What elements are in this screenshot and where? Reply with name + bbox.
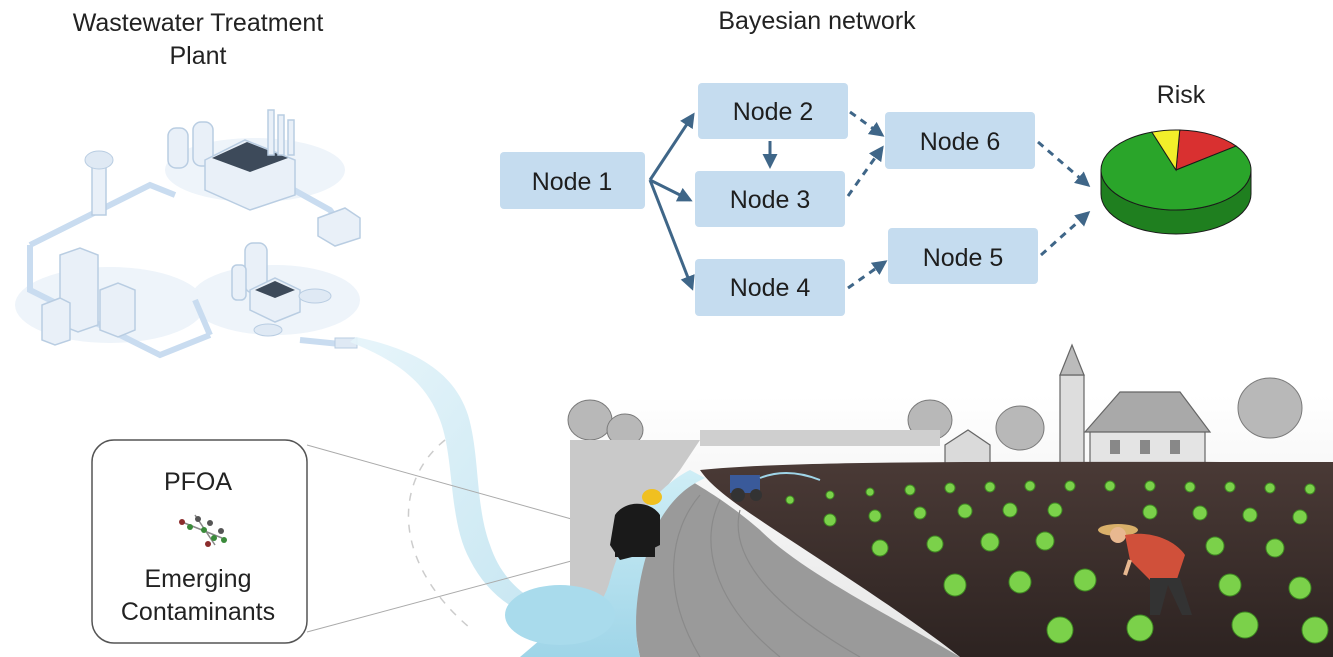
bayesian-network: Node 1 Node 2 Node 3 Node 4 Node 5 Node … [500,83,1091,316]
contaminants-label: Contaminants [121,598,275,626]
risk-pie-slice-low [1100,131,1252,211]
node-6-label: Node 6 [920,128,1001,156]
edge-node1-node4 [648,179,695,291]
node-2-label: Node 2 [733,98,814,126]
tractor-figure [730,472,821,502]
connector-line-upper [306,444,576,521]
risk-pie-chart [1100,129,1252,235]
connector-line-lower [306,559,576,633]
farmer-figure [1098,524,1192,615]
risk-pie-slice-medium [1151,129,1181,172]
edge-node1-node2 [648,112,695,181]
node-3-label: Node 3 [730,186,811,214]
contaminants-box: PFOA Emerging Contaminants [91,439,308,644]
network-title: Bayesian network [718,7,916,35]
emerging-label: Emerging [145,565,252,593]
pfoa-label: PFOA [164,468,232,496]
connector-dashed-arc [407,439,471,629]
plant-title-line2: Plant [170,42,227,70]
farm-scene-illustration [505,343,1333,657]
node-1-label: Node 1 [532,168,613,196]
edge-node5-risk [1040,211,1091,257]
edge-node3-node6 [846,145,884,197]
plant-title-line1: Wastewater Treatment [73,9,324,37]
node-1: Node 1 [500,152,645,209]
molecule-icon [179,514,227,547]
node-5: Node 5 [888,228,1038,284]
node-3: Node 3 [695,171,845,227]
node-6: Node 6 [885,112,1035,169]
edge-node1-node3 [649,178,693,202]
edge-node2-node6 [849,110,885,137]
node-4-label: Node 4 [730,274,811,302]
node-2: Node 2 [698,83,848,139]
worker-figure [610,489,662,560]
discharge-stream [350,337,560,620]
risk-pie-slice-high [1175,129,1238,171]
risk-title: Risk [1157,81,1206,109]
wastewater-plant-illustration [15,109,361,359]
edge-node4-node5 [847,260,888,290]
edge-node6-risk [1037,140,1091,187]
node-5-label: Node 5 [923,244,1004,272]
node-4: Node 4 [695,259,845,316]
